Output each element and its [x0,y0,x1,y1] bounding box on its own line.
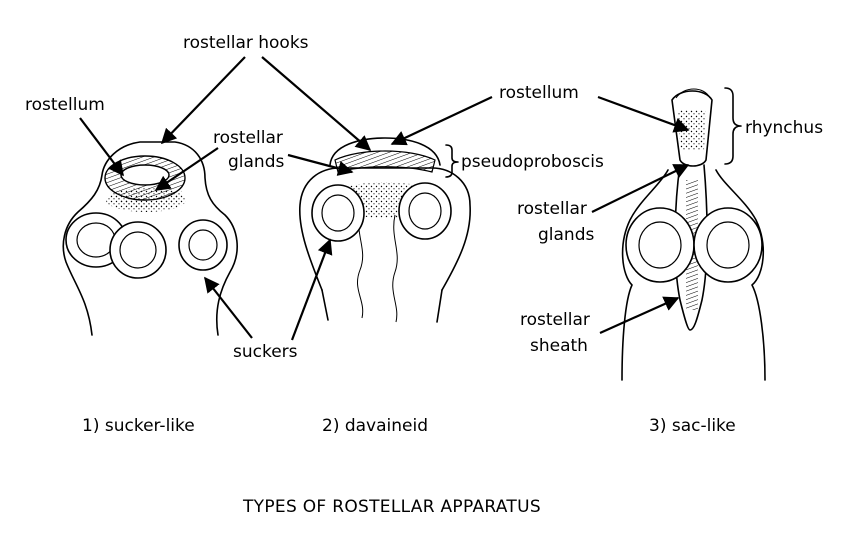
figure-sac-like [621,88,766,381]
scolex-outline-2 [299,167,471,291]
pseudoproboscis-bracket [445,144,459,178]
figure-sucker-like [62,141,238,336]
label-rostellar-sheath-line2: sheath [530,336,588,356]
scolex-outline-3 [621,169,669,381]
label-rostellum-left: rostellum [25,95,105,115]
rostellar-hooks-2 [334,150,436,173]
caption-davaineid: 2) davaineid [322,416,428,436]
suckers-2 [311,182,452,242]
label-rostellar-glands-right-line2: glands [538,225,594,245]
neck-right-2 [436,289,443,323]
label-rostellar-glands-right-line1: rostellar [517,199,587,219]
caption-sac-like: 3) sac-like [649,416,736,436]
caption-sucker-like: 1) sucker-like [82,416,195,436]
suckers-3 [625,207,763,283]
label-rostellar-sheath-line1: rostellar [520,310,590,330]
labels: rostellar hooks rostellum rostellar glan… [25,33,823,362]
scolex-outline-3b [715,169,766,381]
leader-arrows [79,56,690,341]
hooks-3 [675,88,711,99]
label-suckers: suckers [233,342,298,362]
pseudoproboscis-dome [329,137,441,166]
duct-2b [392,214,398,323]
label-pseudoproboscis: pseudoproboscis [461,152,604,172]
label-rhynchus: rhynchus [745,118,823,138]
suckers-1 [65,212,228,279]
diagram-title: TYPES OF ROSTELLAR APPARATUS [242,497,541,517]
label-rostellar-hooks: rostellar hooks [183,33,309,53]
rostellum-opening-1 [120,164,170,186]
neck-left-2 [321,289,329,321]
label-rostellar-glands-line2: glands [228,152,284,172]
rhynchus-bracket [724,87,742,165]
label-rostellum-right: rostellum [499,83,579,103]
captions: 1) sucker-like 2) davaineid 3) sac-like [82,416,736,436]
rostellum-stipple-3 [678,110,706,150]
label-rostellar-glands-line1: rostellar [213,128,283,148]
rhynchus-tip [671,90,713,167]
gland-stipple-1 [106,188,186,212]
figure-davaineid [299,137,471,323]
duct-2a [357,214,364,319]
